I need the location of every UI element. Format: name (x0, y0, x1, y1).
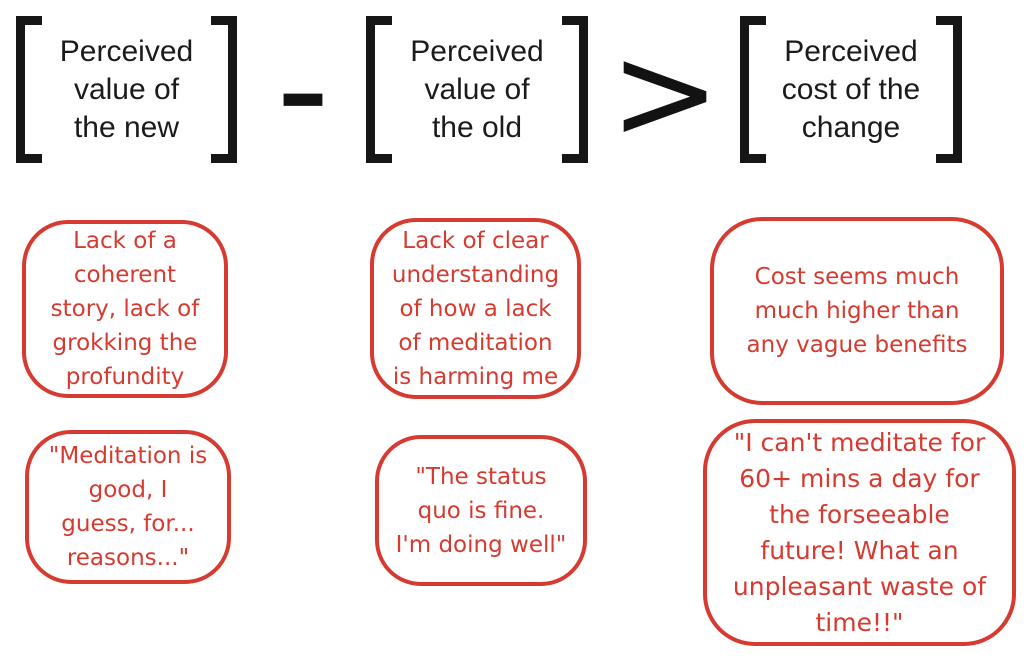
left-bracket-icon (16, 16, 42, 163)
greater-than-glyph: > (609, 16, 721, 170)
right-bracket-icon (562, 16, 588, 163)
term-perceived-value-old-label: Perceived value of the old (410, 34, 544, 144)
note-new-value-barriers: Lack of a coherent story, lack of grokki… (22, 220, 228, 398)
left-bracket-icon (740, 16, 766, 163)
right-bracket-icon (936, 16, 962, 163)
term-perceived-value-new: Perceived value of the new (16, 16, 237, 163)
note-old-value-barriers: Lack of clear understanding of how a lac… (370, 218, 581, 399)
term-perceived-cost-change-label: Perceived cost of the change (781, 34, 921, 144)
quote-old-value: "The status quo is fine. I'm doing well" (375, 435, 587, 586)
minus-glyph: − (277, 7, 329, 183)
term-perceived-value-old: Perceived value of the old (366, 16, 588, 163)
right-bracket-icon (211, 16, 237, 163)
term-perceived-value-new-label: Perceived value of the new (59, 34, 194, 144)
quote-new-value: "Meditation is good, I guess, for... rea… (25, 430, 231, 584)
greater-than-icon: > (610, 20, 721, 166)
left-bracket-icon (366, 16, 392, 163)
minus-icon: − (272, 20, 334, 169)
quote-cost: "I can't meditate for 60+ mins a day for… (703, 419, 1016, 646)
note-cost-barriers: Cost seems much much higher than any vag… (710, 217, 1004, 405)
term-perceived-cost-change: Perceived cost of the change (740, 16, 962, 163)
